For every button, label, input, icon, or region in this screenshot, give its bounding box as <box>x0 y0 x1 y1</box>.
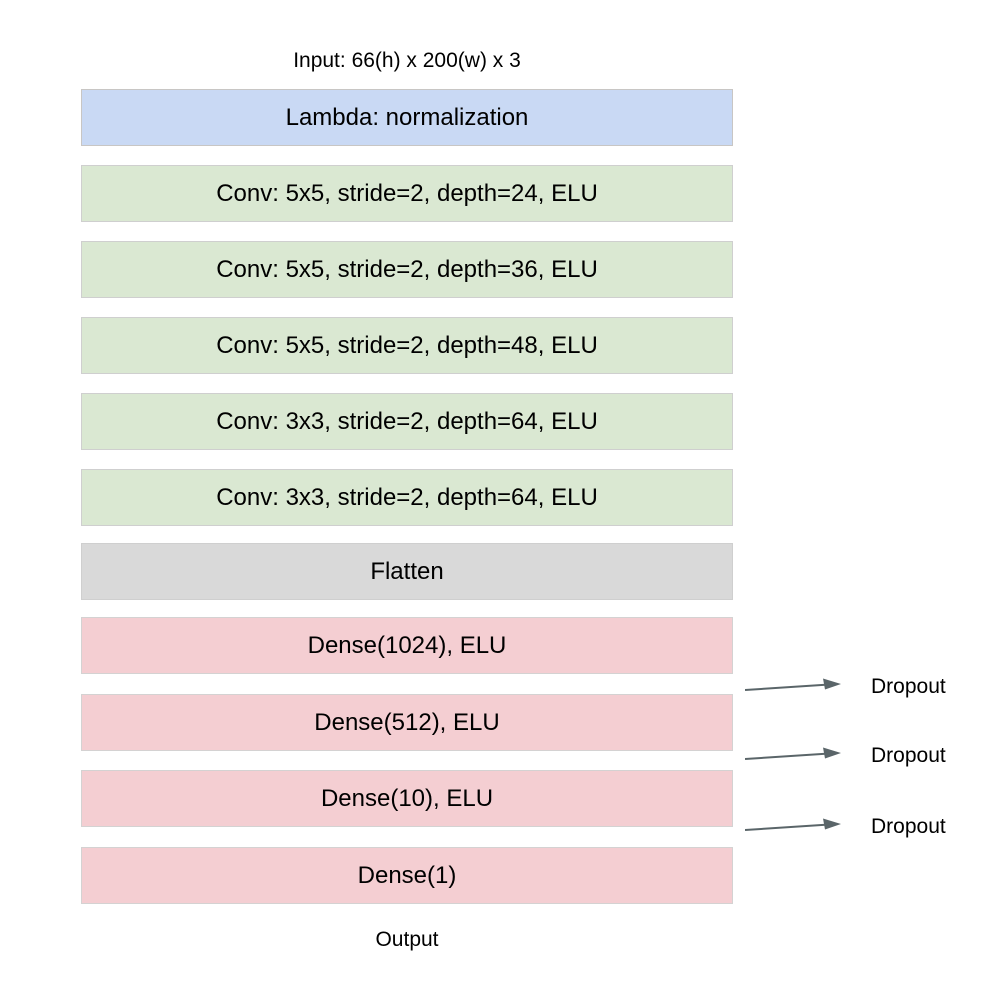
layer-box-conv-5x5-depth-48: Conv: 5x5, stride=2, depth=48, ELU <box>81 317 733 374</box>
layer-label: Lambda: normalization <box>285 103 529 131</box>
layer-box-lambda-normalization: Lambda: normalization <box>81 89 733 146</box>
layer-box-flatten: Flatten <box>81 543 733 600</box>
arrow-right-icon <box>745 747 841 760</box>
layer-label: Dense(10), ELU <box>320 784 494 812</box>
arrow-right-icon <box>745 678 841 691</box>
layer-box-dense-512: Dense(512), ELU <box>81 694 733 751</box>
layer-label: Dense(1024), ELU <box>307 631 507 659</box>
layer-box-conv-3x3-depth-64-first: Conv: 3x3, stride=2, depth=64, ELU <box>81 393 733 450</box>
arrow-right-icon <box>745 818 841 831</box>
layer-box-conv-3x3-depth-64-second: Conv: 3x3, stride=2, depth=64, ELU <box>81 469 733 526</box>
layer-label: Conv: 3x3, stride=2, depth=64, ELU <box>216 483 598 511</box>
dropout-annotation-dense-1024: Dropout <box>745 674 946 698</box>
dropout-label: Dropout <box>871 743 946 767</box>
dropout-label: Dropout <box>871 674 946 698</box>
layer-box-conv-5x5-depth-36: Conv: 5x5, stride=2, depth=36, ELU <box>81 241 733 298</box>
layer-label: Conv: 3x3, stride=2, depth=64, ELU <box>216 407 598 435</box>
layer-label: Conv: 5x5, stride=2, depth=36, ELU <box>216 255 598 283</box>
layer-label: Flatten <box>370 557 444 585</box>
layer-box-conv-5x5-depth-24: Conv: 5x5, stride=2, depth=24, ELU <box>81 165 733 222</box>
dropout-label: Dropout <box>871 814 946 838</box>
layer-label: Dense(512), ELU <box>314 708 500 736</box>
dropout-annotation-dense-512: Dropout <box>745 743 946 767</box>
dropout-annotation-dense-10: Dropout <box>745 814 946 838</box>
layer-box-dense-1: Dense(1) <box>81 847 733 904</box>
output-caption: Output <box>375 928 439 951</box>
layer-label: Conv: 5x5, stride=2, depth=24, ELU <box>216 179 598 207</box>
input-caption: Input: 66(h) x 200(w) x 3 <box>293 49 521 72</box>
layer-box-dense-10: Dense(10), ELU <box>81 770 733 827</box>
layer-label: Dense(1) <box>357 861 457 889</box>
layer-label: Conv: 5x5, stride=2, depth=48, ELU <box>216 331 598 359</box>
layer-box-dense-1024: Dense(1024), ELU <box>81 617 733 674</box>
